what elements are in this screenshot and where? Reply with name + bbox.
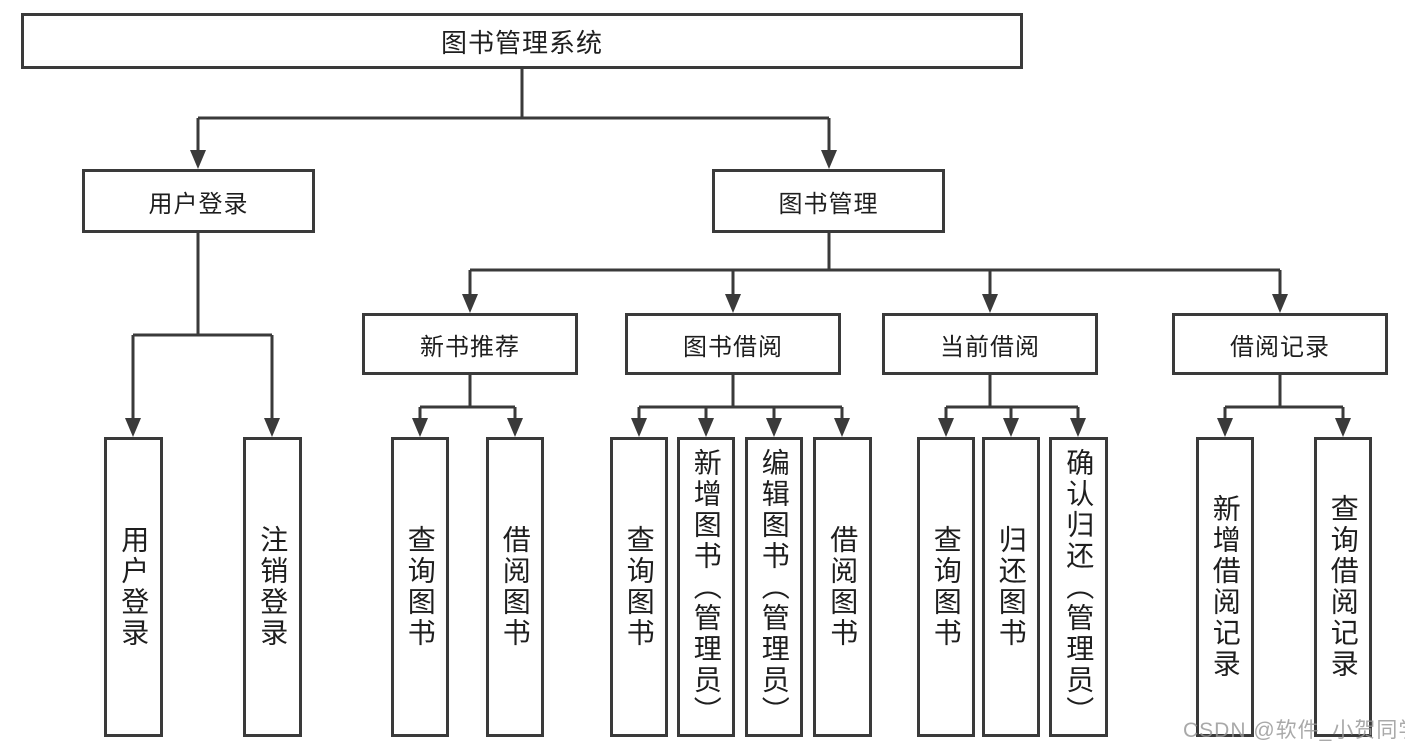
node-root-library-system: 图书管理系统: [21, 13, 1023, 69]
leaf-borrow-books: 借阅图书: [813, 437, 872, 737]
node-new-book-recommend: 新书推荐: [362, 313, 578, 375]
node-label: 用户登录: [148, 190, 249, 218]
node-label: 新书推荐: [420, 333, 520, 361]
leaf-add-borrow-record: 新增借阅记录: [1196, 437, 1254, 737]
node-label: 图书借阅: [683, 333, 783, 361]
node-label: 当前借阅: [940, 333, 1040, 361]
node-label: 借阅记录: [1230, 333, 1330, 361]
leaf-edit-books-admin: 编辑图书（管理员）: [745, 437, 803, 737]
leaf-return-books: 归还图书: [982, 437, 1040, 737]
node-label: 查询图书: [930, 525, 962, 649]
node-label: 借阅图书: [827, 525, 859, 649]
leaf-confirm-return-admin: 确认归还（管理员）: [1049, 437, 1108, 737]
connector-user-login-to-leaves: [125, 233, 280, 437]
node-user-login: 用户登录: [82, 169, 315, 233]
connector-book-mgmt-to-level3: [462, 233, 1288, 313]
csdn-watermark: CSDN @软件_小贺同学: [1183, 719, 1405, 742]
connector-borrow-records-to-leaves: [1217, 375, 1351, 437]
leaf-query-books-recommend: 查询图书: [391, 437, 449, 737]
connector-book-borrow-to-leaves: [631, 375, 850, 437]
leaf-borrow-books-recommend: 借阅图书: [486, 437, 544, 737]
node-label: 新增借阅记录: [1209, 494, 1241, 680]
node-label: 查询图书: [623, 525, 655, 649]
node-label: 查询图书: [404, 525, 436, 649]
node-label: 归还图书: [995, 525, 1027, 649]
leaf-add-books-admin: 新增图书（管理员）: [677, 437, 735, 737]
node-label: 注销登录: [257, 525, 289, 649]
connector-new-book-rec-to-leaves: [412, 375, 523, 437]
leaf-query-books-current: 查询图书: [917, 437, 975, 737]
node-label: 借阅图书: [499, 525, 531, 649]
leaf-logout: 注销登录: [243, 437, 302, 737]
node-label: 确认归还（管理员）: [1063, 447, 1095, 727]
node-book-borrowing: 图书借阅: [625, 313, 841, 375]
node-label: 用户登录: [118, 525, 150, 649]
connector-current-borrow-to-leaves: [938, 375, 1086, 437]
leaf-user-login: 用户登录: [104, 437, 163, 737]
node-label: 图书管理系统: [440, 27, 603, 58]
leaf-query-books-borrow: 查询图书: [610, 437, 668, 737]
node-current-borrowing: 当前借阅: [882, 313, 1098, 375]
node-book-management: 图书管理: [712, 169, 945, 233]
node-label: 图书管理: [778, 190, 879, 218]
node-label: 编辑图书（管理员）: [758, 447, 790, 727]
node-borrowing-records: 借阅记录: [1172, 313, 1388, 375]
node-label: 查询借阅记录: [1327, 494, 1359, 680]
node-label: 新增图书（管理员）: [690, 447, 722, 727]
leaf-query-borrow-record: 查询借阅记录: [1314, 437, 1372, 737]
connector-root-to-level2: [190, 69, 837, 169]
